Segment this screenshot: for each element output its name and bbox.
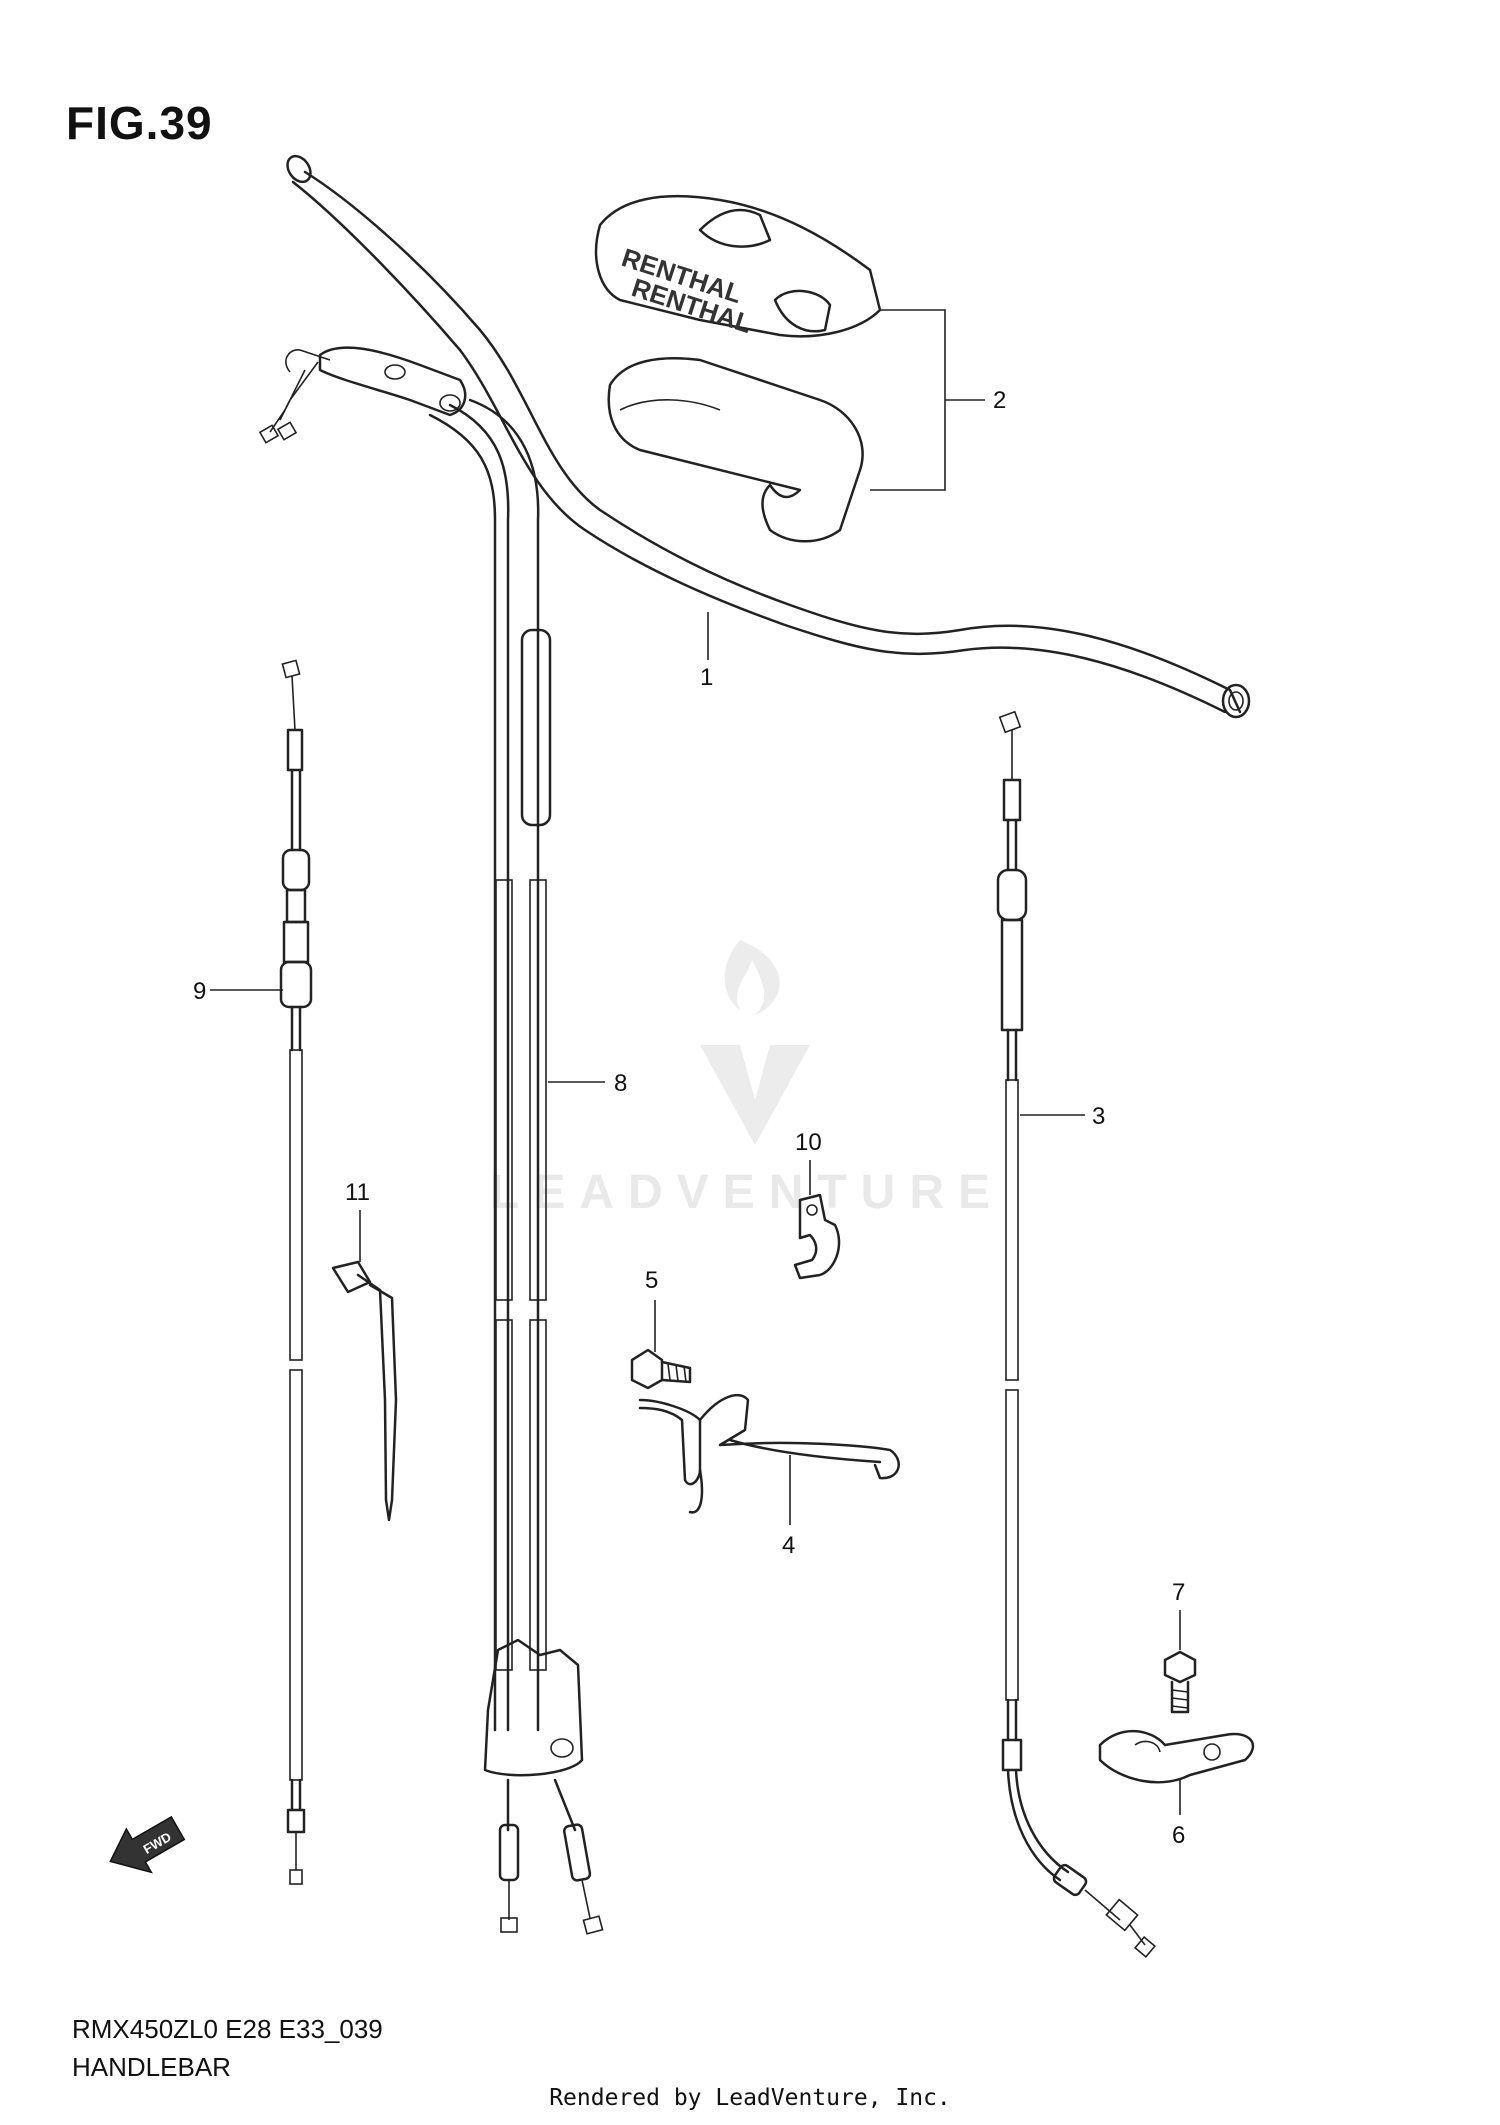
clamp-part-10 (793, 1160, 841, 1280)
callout-6: 6 (1172, 1822, 1185, 1849)
model-code: RMX450ZL0 E28 E33_039 (72, 2014, 383, 2044)
handlebar-pad-part-2: RENTHAL RENTHAL (594, 194, 985, 543)
cable-part-9 (210, 659, 313, 1885)
callout-1: 1 (700, 664, 713, 691)
watermark: LEADVENTURE (490, 1166, 1005, 1219)
guide-part-4 (638, 1393, 900, 1525)
throttle-cable-part-8 (258, 346, 605, 1935)
figure-title: FIG.39 (66, 97, 213, 149)
bolt-part-7 (1163, 1610, 1197, 1714)
bracket-part-6 (1098, 1729, 1255, 1815)
callout-9: 9 (193, 978, 206, 1005)
callout-2: 2 (993, 387, 1006, 414)
cable-part-3 (996, 710, 1156, 1958)
callout-11: 11 (345, 1179, 370, 1206)
callout-3: 3 (1092, 1103, 1105, 1130)
callout-8: 8 (614, 1070, 627, 1097)
callout-5: 5 (645, 1267, 658, 1294)
callout-7: 7 (1172, 1579, 1185, 1606)
section-name: HANDLEBAR (72, 2052, 231, 2082)
callout-4: 4 (782, 1532, 795, 1559)
band-tie-part-11 (331, 1210, 398, 1522)
footer-credit: Rendered by LeadVenture, Inc. (549, 2085, 951, 2111)
callout-10: 10 (795, 1129, 822, 1156)
watermark-logo (700, 940, 810, 1145)
handlebar-part-1 (286, 154, 1251, 719)
fwd-arrow-icon: FWD (109, 1815, 186, 1874)
bolt-part-5 (630, 1300, 692, 1390)
